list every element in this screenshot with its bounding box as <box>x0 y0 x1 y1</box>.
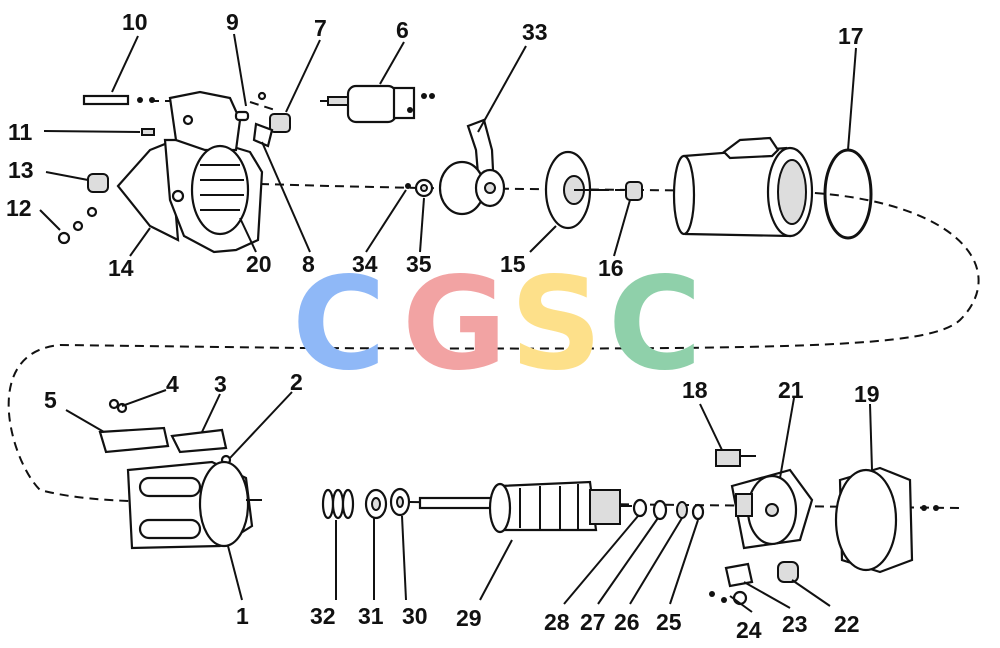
callout-leader-lines <box>39 33 873 613</box>
callout-12: 12 <box>6 195 32 221</box>
part-22-bushing <box>777 561 799 583</box>
part-18-brush <box>715 449 756 467</box>
callout-22: 22 <box>834 611 860 637</box>
callout-24: 24 <box>736 617 762 643</box>
callout-28: 28 <box>544 609 570 635</box>
callout-29: 29 <box>456 605 482 631</box>
callout-8: 8 <box>302 251 315 277</box>
callout-4: 4 <box>166 371 179 397</box>
callout-34: 34 <box>352 251 378 277</box>
part-35-nut <box>414 178 434 198</box>
part-21-brush-holder <box>730 468 814 550</box>
part-4-clip <box>108 398 128 414</box>
part-13-bushing <box>87 173 109 193</box>
cgsc-watermark: C G S C <box>292 250 702 399</box>
callout-33: 33 <box>522 19 548 45</box>
part-15-brake-plate <box>544 150 600 230</box>
part-34-screw <box>405 183 411 189</box>
part-28-washer <box>632 498 648 518</box>
callout-9: 9 <box>226 9 239 35</box>
part-12-washers <box>57 206 98 245</box>
part-8-plate <box>252 122 274 148</box>
callout-35: 35 <box>406 251 432 277</box>
part-33-shift-lever-gear <box>438 118 506 216</box>
part-26-washer <box>676 501 688 519</box>
callout-18: 18 <box>682 377 708 403</box>
callout-7: 7 <box>314 15 327 41</box>
part-7-pin <box>269 113 291 133</box>
callout-20: 20 <box>246 251 272 277</box>
callout-5: 5 <box>44 387 57 413</box>
callout-32: 32 <box>310 603 336 629</box>
callout-15: 15 <box>500 251 526 277</box>
callout-10: 10 <box>122 9 148 35</box>
part-9-clip <box>234 91 267 122</box>
part-25-washer <box>691 503 705 521</box>
callout-numbers: 10 9 7 6 33 17 11 13 12 14 20 8 34 35 15… <box>6 9 880 643</box>
watermark-letter-c2: C <box>608 250 702 399</box>
callout-30: 30 <box>402 603 428 629</box>
watermark-letter-g: G <box>402 250 507 399</box>
part-19-end-cover <box>834 466 939 574</box>
part-14-drive-housing <box>116 90 264 254</box>
part-29-armature <box>418 480 632 534</box>
part-32-spring <box>321 488 355 520</box>
callout-13: 13 <box>8 157 34 183</box>
part-23-brush <box>724 562 754 588</box>
callout-31: 31 <box>358 603 384 629</box>
part-10-through-bolt <box>82 94 155 106</box>
callout-1: 1 <box>236 603 249 629</box>
callout-2: 2 <box>290 369 303 395</box>
part-yoke-housing <box>672 136 814 238</box>
callout-16: 16 <box>598 255 624 281</box>
callout-11: 11 <box>8 119 33 145</box>
callout-14: 14 <box>108 255 134 281</box>
part-1-field-frame <box>126 460 262 550</box>
callout-19: 19 <box>854 381 880 407</box>
callout-27: 27 <box>580 609 606 635</box>
part-3-pole-shoe <box>170 428 228 454</box>
part-11-screw <box>141 128 155 136</box>
watermark-letter-s: S <box>510 250 602 399</box>
callout-3: 3 <box>214 371 227 397</box>
part-27-washer <box>652 499 668 521</box>
callout-6: 6 <box>396 17 409 43</box>
part-30-washer <box>389 487 411 517</box>
part-6-solenoid <box>327 84 435 124</box>
watermark-letter-c1: C <box>292 250 386 399</box>
part-5-magnet <box>98 426 170 454</box>
callout-23: 23 <box>782 611 808 637</box>
part-31-washer <box>364 488 388 520</box>
part-24-screws <box>709 590 748 606</box>
callout-17: 17 <box>838 23 864 49</box>
callout-25: 25 <box>656 609 682 635</box>
part-16-bushing <box>625 181 643 201</box>
callout-21: 21 <box>778 377 804 403</box>
callout-26: 26 <box>614 609 640 635</box>
